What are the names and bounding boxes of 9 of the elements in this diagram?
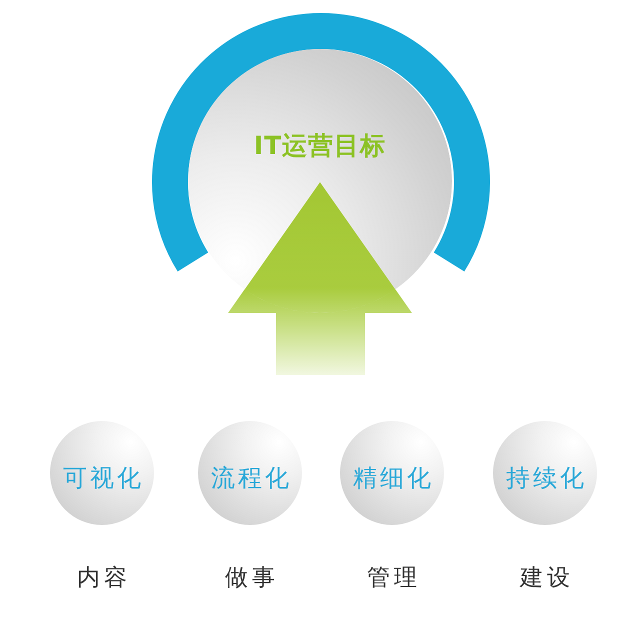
topic-text: 可视化 — [62, 462, 144, 494]
goal-title: IT运营目标 — [254, 130, 386, 162]
caption-label: 建设 — [518, 564, 574, 593]
caption-label: 做事 — [224, 564, 279, 593]
caption-label: 内容 — [76, 564, 131, 593]
caption-label: 管理 — [366, 564, 421, 593]
topic-text: 持续化 — [505, 462, 587, 494]
topic-text: 流程化 — [210, 462, 292, 494]
topic-text: 精细化 — [352, 462, 434, 494]
